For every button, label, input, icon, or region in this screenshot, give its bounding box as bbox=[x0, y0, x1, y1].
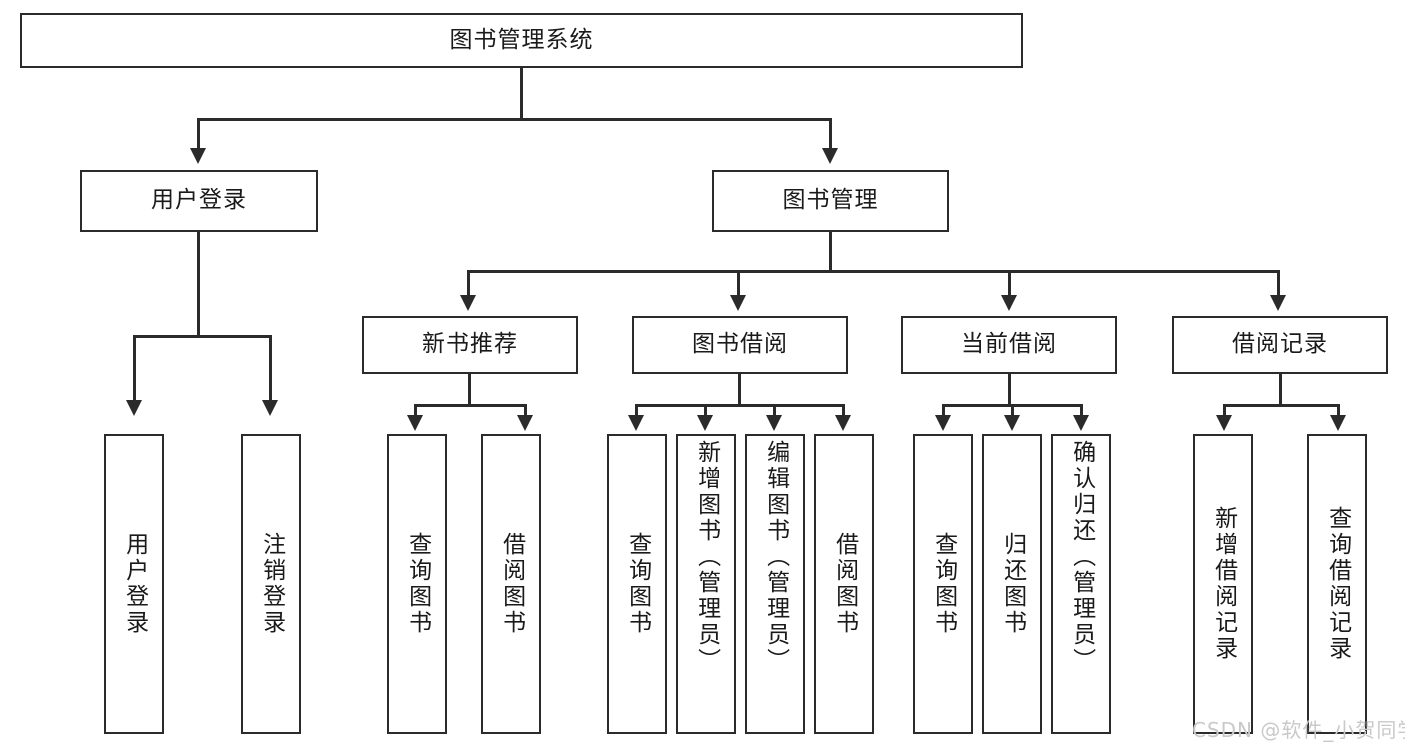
edge-book-mgmt-to-level2-2 bbox=[1008, 270, 1011, 298]
edge-book-borrow-to-leaf-1 bbox=[704, 404, 707, 418]
node-label: 查询图书 bbox=[930, 532, 957, 636]
edge-book-mgmt-to-level2-1 bbox=[737, 270, 740, 298]
leaf-borrow-record-1[interactable]: 查询借阅记录 bbox=[1307, 434, 1367, 734]
edge-book-mgmt-to-level2-0 bbox=[467, 270, 470, 298]
node-label: 用户登录 bbox=[121, 532, 148, 636]
node-new-book-recommend[interactable]: 新书推荐 bbox=[362, 316, 578, 374]
arrow-book-mgmt-to-level2-2 bbox=[1001, 295, 1017, 311]
leaf-new-book-1[interactable]: 借阅图书 bbox=[481, 434, 541, 734]
arrow-book-mgmt-to-level2-1 bbox=[730, 295, 746, 311]
edge-new-book-to-leaf-1 bbox=[524, 404, 527, 418]
arrow-user-login-to-leaf-0 bbox=[126, 400, 142, 416]
leaf-current-borrow-2[interactable]: 确认归还（管理员） bbox=[1051, 434, 1111, 734]
arrow-book-borrow-to-leaf-3 bbox=[835, 415, 851, 431]
edge-book-mgmt-to-level2-3 bbox=[1277, 270, 1280, 298]
node-label: 查询图书 bbox=[624, 532, 651, 636]
leaf-book-borrow-2[interactable]: 编辑图书（管理员） bbox=[745, 434, 805, 734]
node-label: 新增借阅记录 bbox=[1210, 506, 1237, 662]
leaf-user-login-1[interactable]: 注销登录 bbox=[241, 434, 301, 734]
arrow-current-borrow-to-leaf-0 bbox=[935, 415, 951, 431]
node-root-system[interactable]: 图书管理系统 bbox=[20, 13, 1023, 68]
edge-user-login-bus bbox=[133, 335, 272, 338]
node-label: 图书管理系统 bbox=[449, 26, 594, 53]
leaf-book-borrow-0[interactable]: 查询图书 bbox=[607, 434, 667, 734]
arrow-new-book-to-leaf-0 bbox=[407, 415, 423, 431]
leaf-book-borrow-3[interactable]: 借阅图书 bbox=[814, 434, 874, 734]
node-label: 归还图书 bbox=[999, 532, 1026, 636]
edge-user-login-to-leaf-1 bbox=[269, 335, 272, 403]
node-label: 查询借阅记录 bbox=[1324, 506, 1351, 662]
node-borrow-record[interactable]: 借阅记录 bbox=[1172, 316, 1388, 374]
edge-borrow-record-to-leaf-0 bbox=[1223, 404, 1226, 418]
arrow-current-borrow-to-leaf-1 bbox=[1004, 415, 1020, 431]
node-label: 新书推荐 bbox=[422, 331, 518, 358]
node-label: 图书管理 bbox=[782, 187, 879, 214]
edge-borrow-record-bus bbox=[1223, 404, 1340, 407]
edge-book-borrow-to-leaf-0 bbox=[635, 404, 638, 418]
arrow-current-borrow-to-leaf-2 bbox=[1073, 415, 1089, 431]
edge-root-to-book-mgmt bbox=[829, 118, 832, 151]
arrow-book-mgmt-to-level2-3 bbox=[1270, 295, 1286, 311]
edge-user-login-to-leaf-0 bbox=[133, 335, 136, 403]
node-label: 借阅记录 bbox=[1232, 331, 1328, 358]
edge-borrow-record-to-leaf-1 bbox=[1337, 404, 1340, 418]
edge-user-login-stem bbox=[197, 232, 200, 336]
edge-new-book-to-leaf-0 bbox=[414, 404, 417, 418]
edge-new-book-stem bbox=[468, 374, 471, 406]
arrow-new-book-to-leaf-1 bbox=[517, 415, 533, 431]
edge-current-borrow-to-leaf-2 bbox=[1080, 404, 1083, 418]
arrow-book-mgmt-to-level2-0 bbox=[460, 295, 476, 311]
edge-book-mgmt-bus bbox=[467, 270, 1279, 273]
edge-book-borrow-stem bbox=[738, 374, 741, 406]
arrow-borrow-record-to-leaf-1 bbox=[1330, 415, 1346, 431]
arrow-book-borrow-to-leaf-0 bbox=[628, 415, 644, 431]
arrow-root-to-book-mgmt bbox=[822, 148, 838, 164]
edge-current-borrow-to-leaf-1 bbox=[1011, 404, 1014, 418]
arrow-book-borrow-to-leaf-1 bbox=[697, 415, 713, 431]
node-label: 用户登录 bbox=[151, 187, 247, 214]
node-label: 新增图书（管理员） bbox=[693, 440, 720, 674]
arrow-borrow-record-to-leaf-0 bbox=[1216, 415, 1232, 431]
node-book-borrow[interactable]: 图书借阅 bbox=[632, 316, 848, 374]
node-label: 借阅图书 bbox=[498, 532, 525, 636]
edge-book-borrow-to-leaf-2 bbox=[773, 404, 776, 418]
arrow-user-login-to-leaf-1 bbox=[262, 400, 278, 416]
leaf-book-borrow-1[interactable]: 新增图书（管理员） bbox=[676, 434, 736, 734]
edge-book-borrow-bus bbox=[635, 404, 844, 407]
node-label: 借阅图书 bbox=[831, 532, 858, 636]
node-label: 注销登录 bbox=[258, 532, 285, 636]
node-label: 编辑图书（管理员） bbox=[762, 440, 789, 674]
csdn-watermark: CSDN @软件_小贺同学 bbox=[1192, 718, 1405, 742]
edge-root-stem bbox=[520, 68, 523, 119]
leaf-new-book-0[interactable]: 查询图书 bbox=[387, 434, 447, 734]
edge-book-mgmt-stem bbox=[829, 232, 832, 272]
edge-borrow-record-stem bbox=[1279, 374, 1282, 406]
node-label: 确认归还（管理员） bbox=[1068, 440, 1095, 674]
leaf-current-borrow-1[interactable]: 归还图书 bbox=[982, 434, 1042, 734]
node-user-login[interactable]: 用户登录 bbox=[80, 170, 318, 232]
edge-current-borrow-stem bbox=[1008, 374, 1011, 406]
node-book-management[interactable]: 图书管理 bbox=[712, 170, 949, 232]
edge-book-borrow-to-leaf-3 bbox=[842, 404, 845, 418]
arrow-book-borrow-to-leaf-2 bbox=[766, 415, 782, 431]
leaf-current-borrow-0[interactable]: 查询图书 bbox=[913, 434, 973, 734]
edge-new-book-bus bbox=[414, 404, 527, 407]
node-label: 当前借阅 bbox=[961, 331, 1057, 358]
edge-root-to-user-login bbox=[197, 118, 200, 151]
node-current-borrow[interactable]: 当前借阅 bbox=[901, 316, 1117, 374]
leaf-borrow-record-0[interactable]: 新增借阅记录 bbox=[1193, 434, 1253, 734]
edge-root-bus bbox=[197, 118, 832, 121]
leaf-user-login-0[interactable]: 用户登录 bbox=[104, 434, 164, 734]
arrow-root-to-user-login bbox=[190, 148, 206, 164]
node-label: 查询图书 bbox=[404, 532, 431, 636]
node-label: 图书借阅 bbox=[692, 331, 788, 358]
edge-current-borrow-to-leaf-0 bbox=[942, 404, 945, 418]
